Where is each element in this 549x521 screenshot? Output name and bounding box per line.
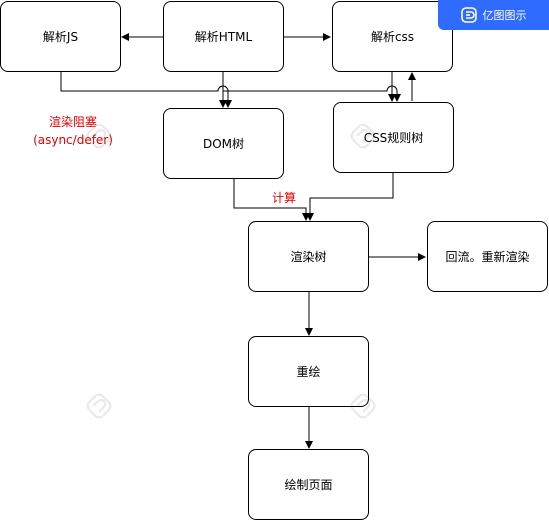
node-dom-tree-label: DOM树 <box>202 137 245 151</box>
node-reflow[interactable]: 回流。重新渲染 <box>427 221 548 292</box>
node-render-tree-label: 渲染树 <box>290 250 327 264</box>
edraw-logo-icon <box>460 7 477 23</box>
node-repaint-label: 重绘 <box>296 365 321 379</box>
compute-label: 计算 <box>272 191 297 205</box>
node-parse-css[interactable]: 解析css <box>332 1 453 72</box>
node-paint-page-label: 绘制页面 <box>284 478 333 492</box>
node-parse-js-label: 解析JS <box>42 30 79 44</box>
node-parse-html[interactable]: 解析HTML <box>163 1 284 72</box>
node-parse-js[interactable]: 解析JS <box>0 1 121 72</box>
render-blocking-label: 渲染阻塞(async/defer) <box>33 115 113 147</box>
brand-name: 亿图图示 <box>482 9 527 22</box>
brand-badge[interactable]: 亿图图示 <box>438 0 549 30</box>
node-repaint[interactable]: 重绘 <box>248 336 369 407</box>
node-dom-tree[interactable]: DOM树 <box>163 108 284 179</box>
node-cssom-tree[interactable]: CSS规则树 <box>333 102 454 173</box>
edge-cssom-to-render <box>306 173 394 221</box>
edge-js-to-dom <box>60 72 232 108</box>
node-cssom-tree-label: CSS规则树 <box>363 131 424 145</box>
node-reflow-label: 回流。重新渲染 <box>445 250 530 264</box>
node-parse-html-label: 解析HTML <box>194 30 253 44</box>
node-render-tree[interactable]: 渲染树 <box>248 221 369 292</box>
edge-html-to-cssom <box>223 85 401 102</box>
node-paint-page[interactable]: 绘制页面 <box>248 449 369 520</box>
node-parse-css-label: 解析css <box>370 30 415 44</box>
